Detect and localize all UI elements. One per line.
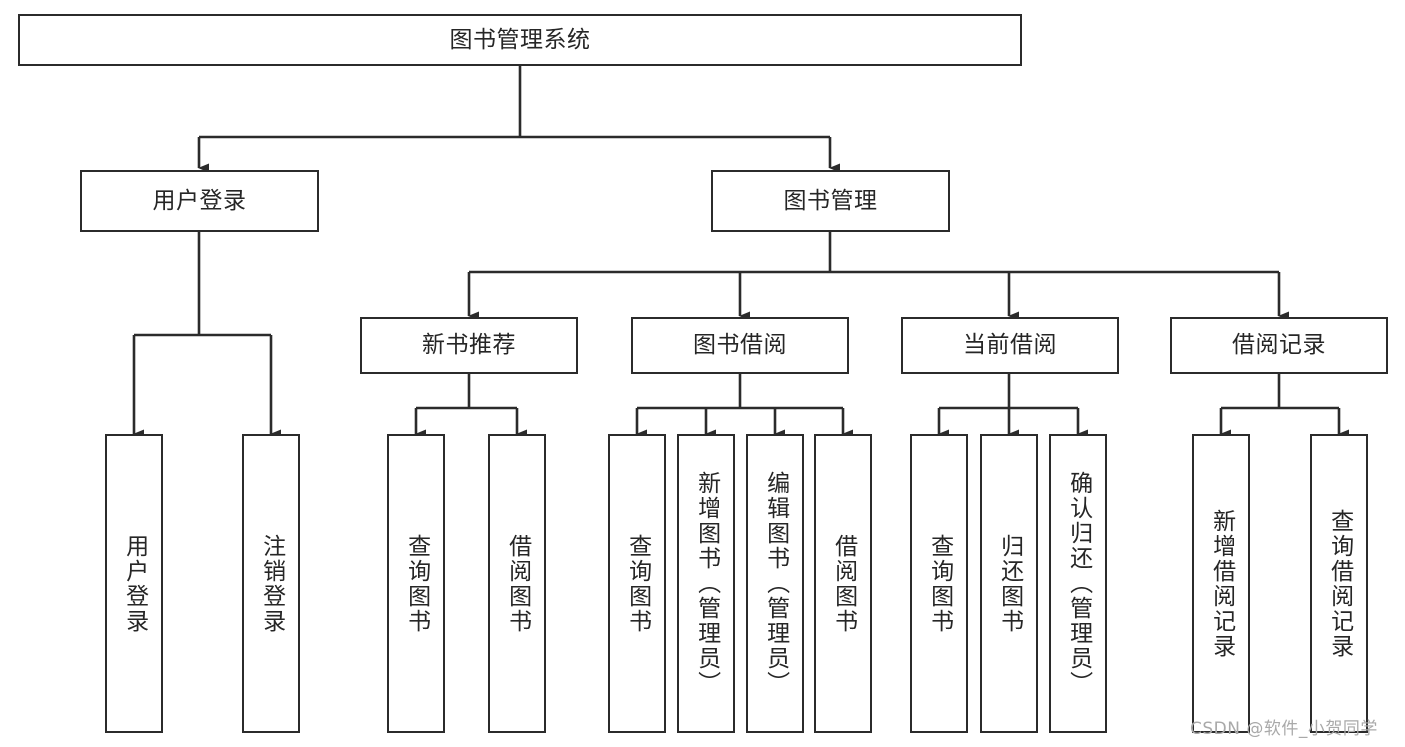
node-user-login-label: 用户登录 (152, 187, 247, 214)
node-leaf-query-book-1-label: 查询图书 (403, 533, 430, 634)
node-leaf-return-book[interactable]: 归还图书 (980, 434, 1038, 733)
node-leaf-borrow-book-2-label: 借阅图书 (830, 533, 857, 634)
node-leaf-confirm-return-label: 确认归还（管理员） (1065, 471, 1092, 696)
csdn-watermark: CSDN @软件_小贺同学 (1190, 719, 1378, 739)
node-leaf-borrow-book-2[interactable]: 借阅图书 (814, 434, 872, 733)
node-root[interactable]: 图书管理系统 (18, 14, 1022, 66)
node-book-borrow-label: 图书借阅 (693, 332, 787, 359)
node-leaf-query-book-3-label: 查询图书 (926, 533, 953, 634)
node-root-label: 图书管理系统 (449, 26, 591, 53)
node-book-management[interactable]: 图书管理 (711, 170, 950, 232)
node-leaf-query-record-label: 查询借阅记录 (1326, 508, 1353, 659)
node-leaf-edit-book[interactable]: 编辑图书（管理员） (746, 434, 804, 733)
node-borrow-record[interactable]: 借阅记录 (1170, 317, 1388, 374)
node-leaf-query-book-1[interactable]: 查询图书 (387, 434, 445, 733)
node-leaf-add-book-label: 新增图书（管理员） (693, 471, 720, 696)
node-current-borrow[interactable]: 当前借阅 (901, 317, 1119, 374)
node-leaf-logout-login-label: 注销登录 (258, 533, 285, 634)
node-book-management-label: 图书管理 (783, 187, 878, 214)
node-leaf-logout-login[interactable]: 注销登录 (242, 434, 300, 733)
node-leaf-add-record-label: 新增借阅记录 (1208, 508, 1235, 659)
node-leaf-edit-book-label: 编辑图书（管理员） (762, 471, 789, 696)
node-borrow-record-label: 借阅记录 (1232, 332, 1326, 359)
node-leaf-borrow-book-1-label: 借阅图书 (504, 533, 531, 634)
node-leaf-query-book-3[interactable]: 查询图书 (910, 434, 968, 733)
node-current-borrow-label: 当前借阅 (963, 332, 1057, 359)
node-leaf-query-book-2-label: 查询图书 (624, 533, 651, 634)
node-user-login[interactable]: 用户登录 (80, 170, 319, 232)
node-leaf-user-login-label: 用户登录 (121, 533, 148, 634)
node-leaf-add-record[interactable]: 新增借阅记录 (1192, 434, 1250, 733)
node-leaf-query-book-2[interactable]: 查询图书 (608, 434, 666, 733)
node-leaf-query-record[interactable]: 查询借阅记录 (1310, 434, 1368, 733)
node-leaf-add-book[interactable]: 新增图书（管理员） (677, 434, 735, 733)
node-leaf-borrow-book-1[interactable]: 借阅图书 (488, 434, 546, 733)
node-leaf-return-book-label: 归还图书 (996, 533, 1023, 634)
node-book-borrow[interactable]: 图书借阅 (631, 317, 849, 374)
node-leaf-confirm-return[interactable]: 确认归还（管理员） (1049, 434, 1107, 733)
node-new-book-recommend-label: 新书推荐 (422, 332, 516, 359)
node-new-book-recommend[interactable]: 新书推荐 (360, 317, 578, 374)
node-leaf-user-login[interactable]: 用户登录 (105, 434, 163, 733)
